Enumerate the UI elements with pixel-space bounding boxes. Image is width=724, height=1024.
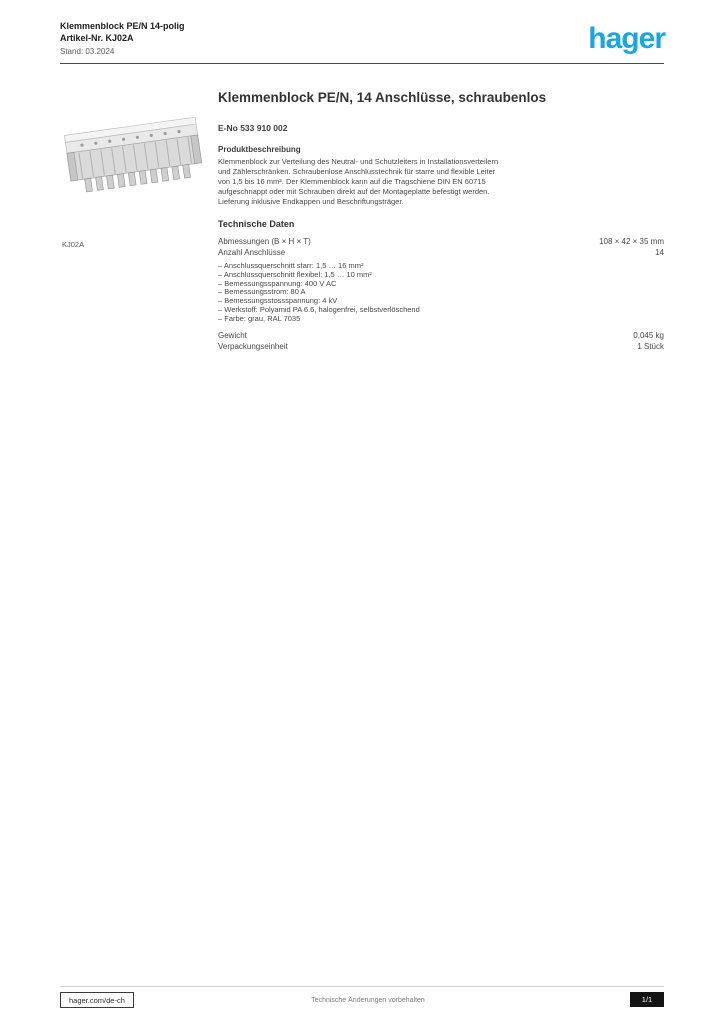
footer-divider bbox=[60, 986, 664, 987]
spec-label: Verpackungseinheit bbox=[218, 342, 288, 351]
spec-table-1: Abmessungen (B × H × T) 108 × 42 × 35 mm… bbox=[218, 236, 664, 258]
e-number: E-No 533 910 002 bbox=[218, 123, 288, 133]
spec-table-2: Gewicht 0,045 kg Verpackungseinheit 1 St… bbox=[218, 330, 664, 352]
spec-row: Verpackungseinheit 1 Stück bbox=[218, 341, 664, 352]
footer-website-link[interactable]: hager.com/de-ch bbox=[60, 992, 134, 1008]
spec-label: Gewicht bbox=[218, 331, 247, 340]
product-image bbox=[64, 116, 203, 193]
description-heading: Produktbeschreibung bbox=[218, 145, 301, 154]
feature-line: – Bemessungsstossspannung: 4 kV bbox=[218, 296, 338, 306]
feature-line: – Werkstoff: Polyamid PA 6.6, halogenfre… bbox=[218, 304, 420, 314]
description-line: aufgeschnappt oder mit Schrauben direkt … bbox=[218, 187, 490, 196]
feature-line: – Anschlussquerschnitt flexibel: 1,5 … 1… bbox=[218, 269, 372, 279]
header-product-name: Klemmenblock PE/N 14-polig bbox=[60, 21, 185, 31]
feature-list: – Anschlussquerschnitt starr: 1,5 … 16 m… bbox=[218, 261, 664, 324]
spec-label: Anzahl Anschlüsse bbox=[218, 248, 286, 257]
spec-value: 14 bbox=[655, 248, 664, 257]
hager-logo: hager bbox=[588, 22, 666, 55]
description-line: Klemmenblock zur Verteilung des Neutral-… bbox=[218, 157, 499, 166]
description-line: und Zählerschränken. Schraubenlose Ansch… bbox=[218, 167, 496, 176]
feature-line: – Farbe: grau, RAL 7035 bbox=[218, 313, 301, 323]
description-line: Lieferung inklusive Endkappen und Beschr… bbox=[218, 197, 404, 206]
specs-heading: Technische Daten bbox=[218, 219, 295, 229]
spec-row: Anzahl Anschlüsse 14 bbox=[218, 247, 664, 258]
spec-value: 1 Stück bbox=[637, 342, 664, 351]
spec-row: Abmessungen (B × H × T) 108 × 42 × 35 mm bbox=[218, 236, 664, 247]
footer-note: Technische Änderungen vorbehalten bbox=[311, 997, 425, 1004]
spec-value: 108 × 42 × 35 mm bbox=[599, 237, 664, 246]
feature-line: – Bemessungsspannung: 400 V AC bbox=[218, 278, 337, 288]
spec-value: 0,045 kg bbox=[633, 331, 664, 340]
header-divider bbox=[60, 63, 664, 64]
image-caption: KJ02A bbox=[62, 240, 85, 249]
header-product-block: Klemmenblock PE/N 14-polig Artikel-Nr. K… bbox=[60, 20, 185, 58]
description-line: von 1,5 bis 16 mm². Der Klemmenblock kan… bbox=[218, 177, 486, 186]
description-paragraph: Klemmenblock zur Verteilung des Neutral-… bbox=[218, 157, 664, 207]
header-revision-date: Stand: 03.2024 bbox=[60, 47, 115, 56]
page-number-badge: 1/1 bbox=[630, 992, 664, 1007]
header-article-number: Artikel-Nr. KJ02A bbox=[60, 33, 134, 43]
page-title: Klemmenblock PE/N, 14 Anschlüsse, schrau… bbox=[218, 90, 547, 105]
feature-line: – Anschlussquerschnitt starr: 1,5 … 16 m… bbox=[218, 261, 364, 270]
spec-row: Gewicht 0,045 kg bbox=[218, 330, 664, 341]
feature-line: – Bemessungsstrom: 80 A bbox=[218, 287, 306, 297]
spec-label: Abmessungen (B × H × T) bbox=[218, 237, 311, 246]
